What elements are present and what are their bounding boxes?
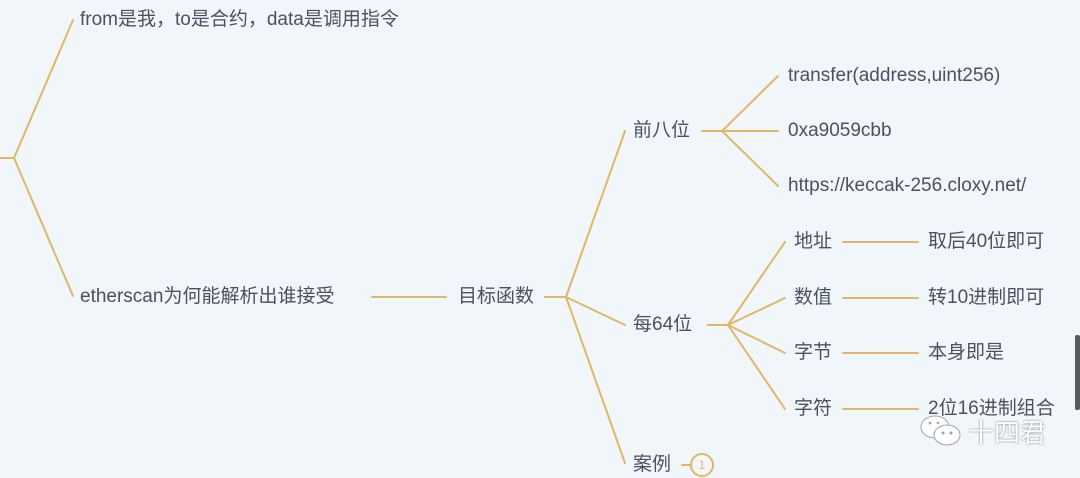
wechat-icon bbox=[920, 415, 961, 446]
leaf-string: 字符 bbox=[794, 398, 833, 419]
watermark: 十四君 bbox=[918, 412, 1046, 450]
node-first-eight: 前八位 bbox=[633, 120, 691, 141]
leaf-keccak-link[interactable]: https://keccak-256.cloxy.net/ bbox=[788, 175, 1027, 196]
leaf-bytes: 字节 bbox=[794, 342, 833, 363]
branch-call-roles: from是我，to是合约，data是调用指令 bbox=[80, 9, 399, 30]
branch-etherscan-question: etherscan为何能解析出谁接受 bbox=[80, 286, 335, 307]
vertical-scrollbar[interactable] bbox=[1075, 335, 1080, 410]
leaf-bytes-detail: 本身即是 bbox=[928, 342, 1005, 363]
node-cases: 案例 bbox=[633, 454, 672, 475]
collapsed-children-badge[interactable]: 1 bbox=[690, 453, 714, 477]
watermark-text: 十四君 bbox=[968, 417, 1047, 448]
leaf-value: 数值 bbox=[794, 287, 833, 308]
leaf-string-detail: 2位16进制组合 bbox=[928, 398, 1055, 419]
leaf-value-detail: 转10进制即可 bbox=[928, 287, 1045, 308]
leaf-function-signature: transfer(address,uint256) bbox=[788, 65, 1001, 86]
leaf-selector: 0xa9059cbb bbox=[788, 120, 892, 141]
leaf-address-detail: 取后40位即可 bbox=[928, 231, 1045, 252]
leaf-address: 地址 bbox=[794, 231, 833, 252]
node-every-64: 每64位 bbox=[633, 314, 693, 335]
node-target-function: 目标函数 bbox=[458, 286, 535, 307]
